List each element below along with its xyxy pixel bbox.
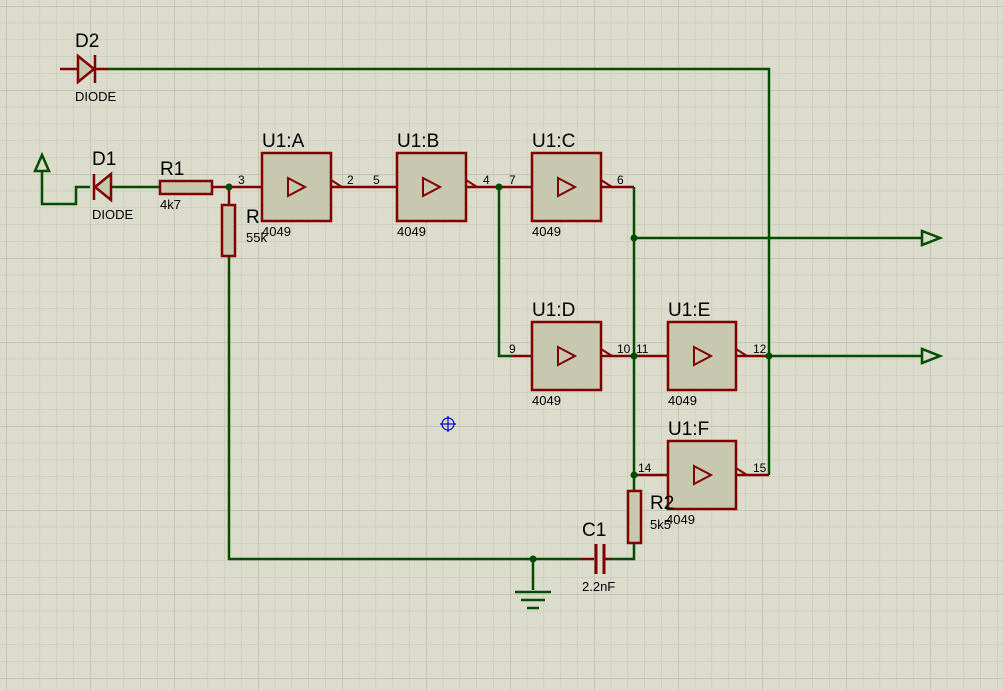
inversion-mark-icon (465, 179, 478, 188)
power-terminal-icon[interactable] (33, 151, 51, 173)
inversion-mark-icon (600, 348, 613, 357)
u1d-ref: U1:D (532, 300, 575, 321)
inversion-mark-icon (600, 179, 613, 188)
inverter-u1c[interactable]: U1:C 4049 7 6 (509, 131, 624, 239)
r2-value: 5k5 (650, 517, 671, 532)
junction-dot (765, 352, 773, 360)
junction-dot (495, 183, 503, 191)
buffer-triangle-icon (693, 345, 714, 367)
d2-value: DIODE (75, 89, 117, 104)
u1f-value: 4049 (666, 512, 695, 527)
buffer-triangle-icon (287, 176, 308, 198)
junction-dot (529, 555, 537, 563)
u1d-value: 4049 (532, 393, 561, 408)
diode-d1[interactable]: D1 DIODE (92, 149, 134, 222)
capacitor-c1[interactable]: C1 2.2nF (582, 520, 615, 594)
wire-r-ground (227, 256, 580, 561)
diode-icon (93, 171, 113, 203)
u1d-pin-out: 10 (617, 342, 631, 356)
buffer-triangle-icon (693, 464, 714, 486)
r1-ref: R1 (160, 159, 184, 180)
resistor-r[interactable]: R 55k (220, 203, 267, 258)
r-value: 55k (246, 230, 267, 245)
crosshair-cursor-icon (440, 416, 456, 432)
u1b-value: 4049 (397, 224, 426, 239)
buffer-triangle-icon (422, 176, 443, 198)
u1f-pin-out: 15 (753, 461, 767, 475)
u1e-pin-out: 12 (753, 342, 767, 356)
u1f-ref: U1:F (668, 419, 709, 440)
inverter-u1f[interactable]: U1:F 4049 14 15 (638, 419, 767, 527)
u1a-pin-out: 2 (347, 173, 354, 187)
wires (40, 67, 922, 590)
c1-ref: C1 (582, 520, 606, 541)
inversion-mark-icon (735, 467, 748, 476)
r-ref: R (246, 207, 260, 228)
resistor-icon (626, 489, 643, 545)
u1c-ref: U1:C (532, 131, 575, 152)
output-terminal-icon[interactable] (920, 229, 944, 247)
diode-icon (76, 53, 96, 85)
wire-r2-c1 (610, 543, 636, 561)
u1a-ref: U1:A (262, 131, 305, 152)
d2-ref: D2 (75, 31, 99, 52)
resistor-icon (158, 179, 214, 196)
u1b-ref: U1:B (397, 131, 439, 152)
inverter-u1b[interactable]: U1:B 4049 5 4 (373, 131, 490, 239)
resistor-icon (220, 203, 237, 258)
wire-d2-rail (108, 67, 771, 475)
u1d-pin-in: 9 (509, 342, 516, 356)
r1-value: 4k7 (160, 197, 181, 212)
junction-dot (630, 234, 638, 242)
u1c-pin-out: 6 (617, 173, 624, 187)
inversion-mark-icon (330, 179, 343, 188)
r2-ref: R2 (650, 493, 674, 514)
u1a-pin-in: 3 (238, 173, 245, 187)
buffer-triangle-icon (557, 345, 578, 367)
u1e-ref: U1:E (668, 300, 710, 321)
junction-dot (225, 183, 233, 191)
u1c-value: 4049 (532, 224, 561, 239)
inverter-u1d[interactable]: U1:D 4049 9 10 (509, 300, 631, 408)
buffer-triangle-icon (557, 176, 578, 198)
d1-value: DIODE (92, 207, 134, 222)
u1c-pin-in: 7 (509, 173, 516, 187)
inverter-u1a[interactable]: U1:A 4049 3 2 (238, 131, 354, 239)
u1e-value: 4049 (668, 393, 697, 408)
u1e-pin-in: 11 (636, 342, 649, 356)
u1a-value: 4049 (262, 224, 291, 239)
c1-value: 2.2nF (582, 579, 615, 594)
resistor-r1[interactable]: R1 4k7 (158, 159, 214, 212)
u1b-pin-out: 4 (483, 173, 490, 187)
inversion-mark-icon (735, 348, 748, 357)
u1b-pin-in: 5 (373, 173, 380, 187)
wire-node-u1d (497, 187, 512, 358)
wire-power-d1 (40, 171, 90, 206)
junctions (225, 183, 773, 563)
junction-dot (630, 471, 638, 479)
diode-d2[interactable]: D2 DIODE (75, 31, 117, 104)
u1f-pin-in: 14 (638, 461, 652, 475)
ground-icon[interactable] (515, 590, 551, 610)
junction-dot (630, 352, 638, 360)
d1-ref: D1 (92, 149, 116, 170)
output-terminal-icon[interactable] (920, 347, 944, 365)
inverter-u1e[interactable]: U1:E 4049 11 12 (636, 300, 767, 408)
resistor-r2[interactable]: R2 5k5 (626, 489, 674, 545)
